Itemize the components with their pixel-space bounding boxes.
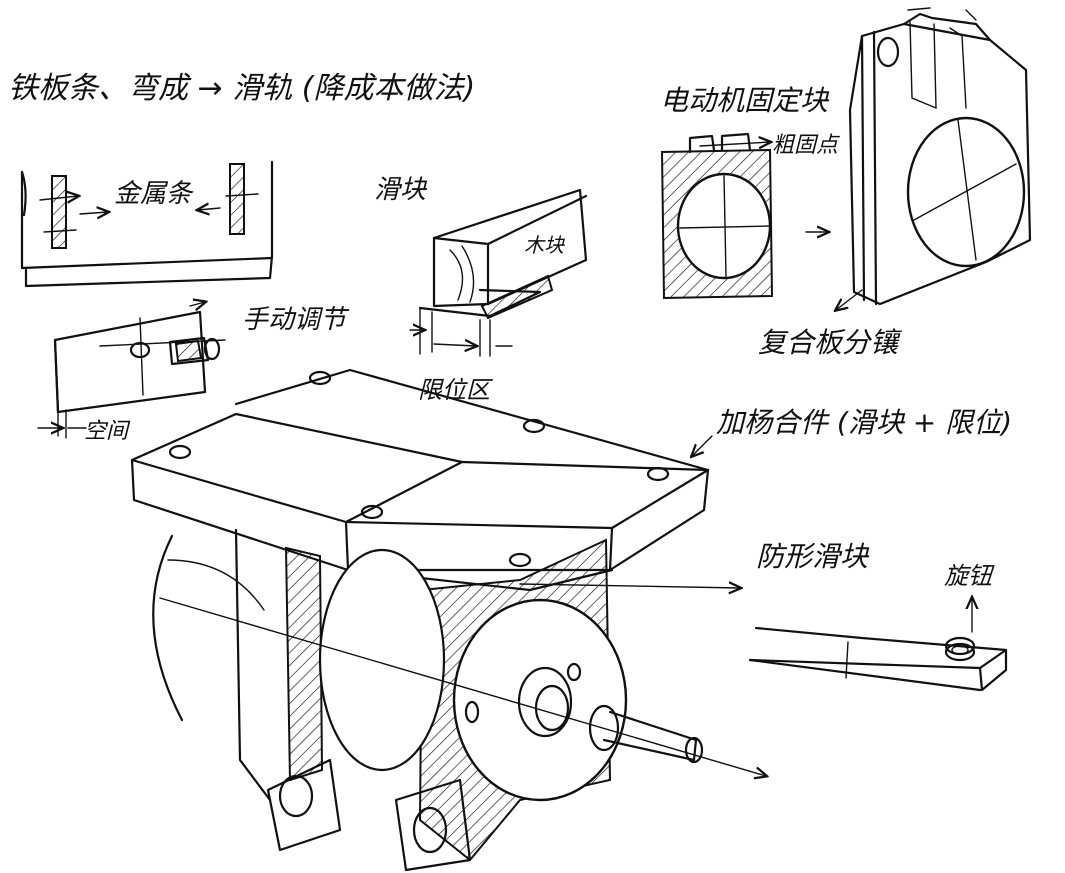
metal-strip-label: 金属条 (114, 179, 194, 209)
laminated-block-sketch (836, 7, 1032, 310)
assembly-pointer-arrow (692, 435, 713, 456)
metal-strip-rail-sketch (20, 160, 274, 288)
clearance-label: 空间 (84, 419, 131, 444)
manual-adjust-label: 手动调节 (242, 305, 350, 335)
title-note: 铁板条、弯成 → 滑轨 (降成本做法) (8, 71, 475, 106)
wood-block-label: 木块 (524, 233, 565, 257)
shaped-slider-bar-sketch (748, 598, 1008, 692)
main-motor-assembly-sketch (130, 368, 766, 872)
laminated-splice-label: 复合板分镶 (758, 326, 902, 359)
manual-adjust-sketch (37, 302, 226, 439)
motor-fixing-block-sketch (660, 132, 772, 300)
knob-nut-label: 旋钮 (944, 562, 995, 590)
slider-label: 滑块 (374, 175, 428, 205)
shaped-slider-label: 防形滑块 (756, 540, 870, 573)
fixing-points-label: 粗固点 (772, 133, 841, 158)
slider-sketch (409, 188, 588, 357)
motor-fixing-block-label: 电动机固定块 (660, 84, 830, 117)
pulley-assembly-label: 加杨合件 (滑块 + 限位) (716, 406, 1012, 439)
